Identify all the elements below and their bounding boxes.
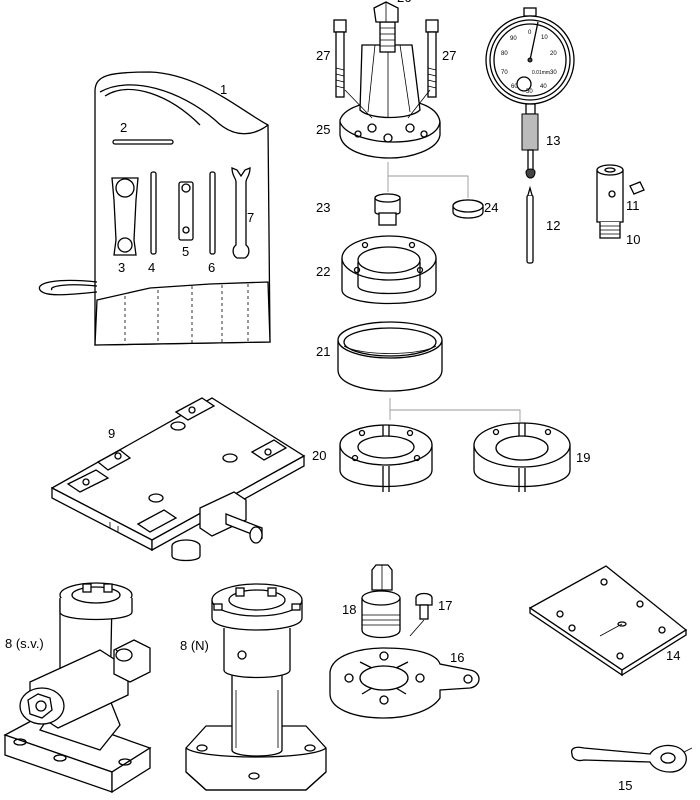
gauge-tick-30: 30 — [550, 70, 557, 76]
label-12: 12 — [546, 218, 560, 233]
bolt-27-right — [425, 19, 439, 98]
ring-21 — [337, 321, 443, 392]
base-plate-9 — [50, 397, 306, 562]
gauge-tick-40: 40 — [540, 84, 547, 90]
label-26: 26 — [397, 0, 411, 5]
gauge-tick-60: 60 — [511, 84, 518, 90]
gauge-tick-70: 70 — [501, 70, 508, 76]
gauge-unit: 0.01mm — [532, 70, 550, 76]
gauge-tick-50: 50 — [526, 89, 533, 95]
tube-spanner-5 — [178, 181, 194, 241]
ring-22 — [341, 235, 437, 305]
wrench-15 — [570, 744, 693, 773]
label-8-sv: 8 (s.v.) — [5, 636, 44, 651]
label-27-left: 27 — [316, 48, 330, 63]
label-24: 24 — [484, 200, 498, 215]
label-19: 19 — [576, 450, 590, 465]
gauge-tick-20: 20 — [550, 51, 557, 57]
gauge-tick-10: 10 — [541, 35, 548, 41]
label-6: 6 — [208, 260, 215, 275]
rod-4 — [150, 171, 157, 255]
label-22: 22 — [316, 264, 330, 279]
split-ring-20 — [339, 424, 433, 492]
label-17: 17 — [438, 598, 452, 613]
label-4: 4 — [148, 260, 155, 275]
stand-8-sv — [3, 582, 152, 794]
grub-screw-11 — [629, 181, 645, 195]
rod-6 — [209, 171, 216, 255]
dial-gauge-13: 0 10 20 30 40 50 60 70 80 90 0.01mm — [485, 7, 575, 179]
gauge-tick-0: 0 — [528, 30, 532, 36]
rod-2 — [112, 139, 174, 145]
label-8-n: 8 (N) — [180, 638, 209, 653]
label-20: 20 — [312, 448, 326, 463]
gauge-tick-90: 90 — [510, 36, 517, 42]
screw-17 — [415, 592, 433, 620]
label-14: 14 — [666, 648, 680, 663]
probe-rod-12 — [526, 185, 534, 264]
label-3: 3 — [118, 260, 125, 275]
split-ring-19 — [473, 422, 571, 492]
open-spanner-7 — [231, 167, 251, 259]
label-21: 21 — [316, 344, 330, 359]
label-18: 18 — [342, 602, 356, 617]
label-1: 1 — [220, 82, 227, 97]
label-27-right: 27 — [442, 48, 456, 63]
cap-24 — [452, 199, 484, 219]
label-13: 13 — [546, 133, 560, 148]
label-10: 10 — [626, 232, 640, 247]
label-2: 2 — [120, 120, 127, 135]
gauge-tick-80: 80 — [501, 51, 508, 57]
plate-14 — [528, 565, 688, 677]
bolt-27-left — [333, 19, 347, 98]
label-9: 9 — [108, 426, 115, 441]
box-spanner-3 — [111, 177, 139, 256]
stand-8-n — [185, 583, 327, 791]
label-15: 15 — [618, 778, 632, 793]
label-5: 5 — [182, 244, 189, 259]
label-16: 16 — [450, 650, 464, 665]
cone-puller-25 — [339, 1, 441, 159]
label-11: 11 — [626, 198, 640, 213]
adapter-10 — [596, 164, 624, 239]
label-23: 23 — [316, 200, 330, 215]
holder-16 — [329, 647, 480, 719]
label-7: 7 — [247, 210, 254, 225]
label-25: 25 — [316, 122, 330, 137]
plug-23 — [374, 193, 401, 226]
part-labels: 1 2 3 4 5 6 7 8 (s.v.) 8 (N) 9 10 11 12 … — [5, 0, 680, 793]
puller-18 — [361, 564, 401, 639]
